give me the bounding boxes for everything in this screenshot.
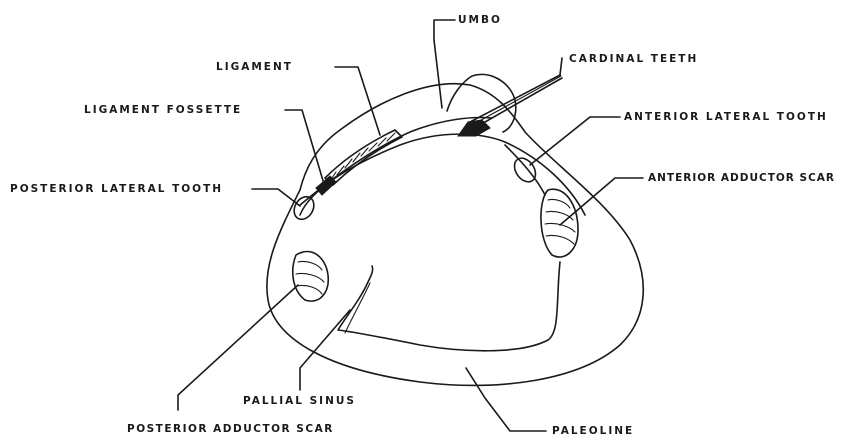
anterior-lateral-tooth-leader — [530, 117, 620, 165]
pallial-sinus-inner — [345, 283, 370, 333]
anterior-adductor-scar — [541, 189, 578, 257]
label-ligament: LIGAMENT — [216, 61, 293, 73]
ligament-fossette-leader — [285, 110, 324, 184]
label-ligament-fossette: LIGAMENT FOSSETTE — [84, 104, 242, 116]
anterior-adductor-scar-leader — [560, 178, 643, 225]
posterior-adductor-scar-leader — [178, 285, 298, 410]
pallial-line — [338, 262, 560, 351]
cardinal-tooth-spike-3 — [474, 76, 561, 124]
label-paleoline: PALEOLINE — [552, 425, 634, 437]
ligament-leader — [335, 67, 380, 135]
label-cardinal-teeth: CARDINAL TEETH — [569, 53, 698, 65]
label-umbo: UMBO — [458, 14, 502, 26]
label-anterior-lateral-tooth: ANTERIOR LATERAL TOOTH — [624, 111, 828, 123]
posterior-adductor-scar — [293, 252, 328, 302]
paleoline-leader — [466, 368, 546, 431]
label-posterior-lateral-tooth: POSTERIOR LATERAL TOOTH — [10, 183, 223, 195]
label-posterior-adductor-scar: POSTERIOR ADDUCTOR SCAR — [127, 423, 334, 435]
umbo-leader — [434, 20, 455, 108]
label-pallial-sinus: PALLIAL SINUS — [243, 395, 356, 407]
cardinal-tooth-spike-2 — [478, 78, 562, 126]
label-anterior-adductor-scar: ANTERIOR ADDUCTOR SCAR — [648, 172, 835, 184]
cardinal-teeth-leader — [560, 58, 562, 75]
